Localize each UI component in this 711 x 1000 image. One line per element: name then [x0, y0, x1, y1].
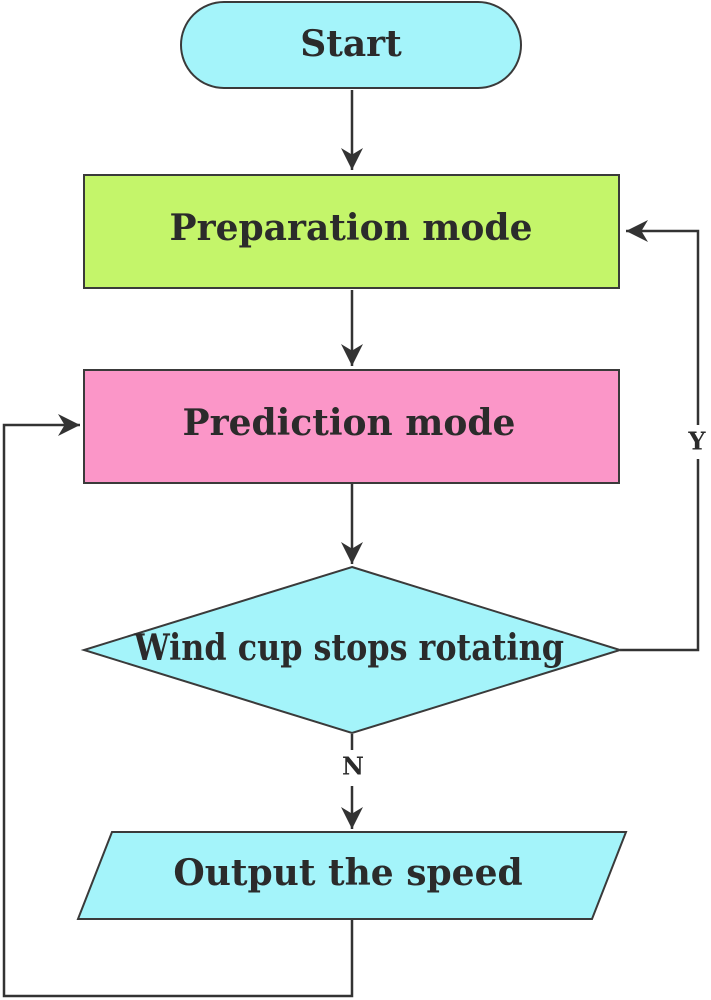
arrow-output-loop-to-prediction	[2, 414, 354, 998]
start-terminator-shape	[180, 1, 522, 89]
start-label: Start	[300, 23, 402, 65]
start-node: Start	[180, 1, 522, 89]
edge-labels: Y N	[342, 425, 711, 781]
no-edge-label: N	[342, 752, 364, 781]
prediction-label: Prediction mode	[183, 402, 516, 444]
decision-diamond-shape	[80, 565, 624, 735]
decision-node: Wind cup stops rotating	[80, 565, 624, 735]
preparation-label: Preparation mode	[170, 207, 533, 249]
output-label: Output the speed	[173, 852, 522, 894]
decision-label: Wind cup stops rotating	[133, 627, 564, 669]
preparation-node: Preparation mode	[83, 174, 620, 289]
preparation-process-shape	[83, 174, 620, 289]
prediction-node: Prediction mode	[83, 369, 620, 484]
output-node: Output the speed	[76, 831, 628, 920]
output-data-shape	[76, 831, 628, 920]
yes-edge-label: Y	[687, 427, 706, 456]
prediction-process-shape	[83, 369, 620, 484]
